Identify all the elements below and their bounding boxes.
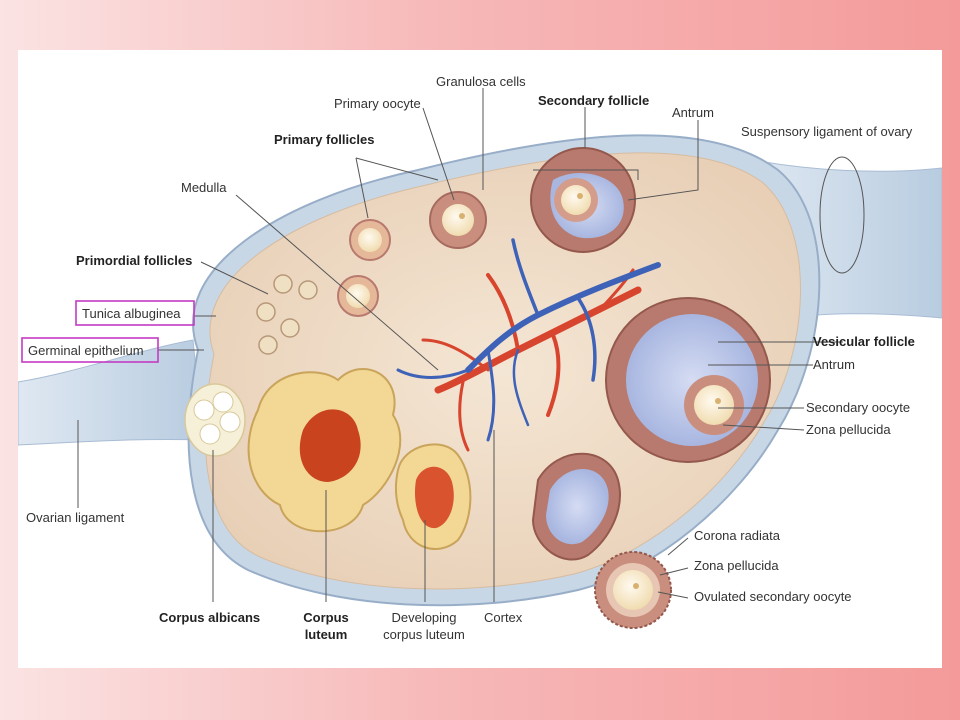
label-vesicular-follicle: Vesicular follicle: [813, 334, 915, 349]
corpus-albicans: [184, 383, 246, 457]
label-suspensory-ligament: Suspensory ligament of ovary: [741, 124, 913, 139]
label-granulosa-cells: Granulosa cells: [436, 74, 526, 89]
label-medulla: Medulla: [181, 180, 227, 195]
label-corpus-albicans: Corpus albicans: [159, 610, 260, 625]
label-antrum-right: Antrum: [813, 357, 855, 372]
label-cortex: Cortex: [484, 610, 523, 625]
label-secondary-follicle: Secondary follicle: [538, 93, 649, 108]
label-tunica-albuginea: Tunica albuginea: [82, 306, 181, 321]
label-germinal-epithelium: Germinal epithelium: [28, 343, 144, 358]
label-primordial-follicles: Primordial follicles: [76, 253, 192, 268]
vessels-vein: [396, 238, 661, 442]
label-secondary-oocyte: Secondary oocyte: [806, 400, 910, 415]
label-developing-corpus-luteum-line1: Developing: [391, 610, 456, 625]
primordial-follicles: [256, 274, 318, 355]
developing-corpus-luteum: [394, 443, 472, 550]
suspensory-ligament-loop: [819, 156, 865, 274]
label-corpus-luteum-line2: luteum: [305, 627, 348, 642]
label-zona-pellucida-right: Zona pellucida: [806, 422, 891, 437]
label-corpus-luteum-line1: Corpus: [303, 610, 349, 625]
tunica-albuginea-box: [75, 300, 195, 326]
label-corona-radiata: Corona radiata: [694, 528, 781, 543]
rupturing-follicle: [531, 452, 621, 561]
leader-lines: [77, 88, 843, 602]
label-zona-pellucida-bottom: Zona pellucida: [694, 558, 779, 573]
label-developing-corpus-luteum-line2: corpus luteum: [383, 627, 465, 642]
label-primary-oocyte: Primary oocyte: [334, 96, 421, 111]
vesicular-follicle: [605, 297, 771, 463]
corpus-luteum: [247, 368, 402, 533]
primary-follicles: [337, 191, 487, 317]
ovulated-oocyte: [594, 551, 672, 629]
secondary-follicle: [530, 147, 636, 253]
ovary-diagram: Granulosa cells Primary oocyte Secondary…: [18, 74, 942, 642]
germinal-epithelium-box: [21, 337, 159, 363]
label-antrum-top: Antrum: [672, 105, 714, 120]
diagram-panel: Granulosa cells Primary oocyte Secondary…: [18, 50, 942, 668]
label-ovulated-secondary-oocyte: Ovulated secondary oocyte: [694, 589, 852, 604]
label-ovarian-ligament: Ovarian ligament: [26, 510, 125, 525]
label-primary-follicles: Primary follicles: [274, 132, 374, 147]
